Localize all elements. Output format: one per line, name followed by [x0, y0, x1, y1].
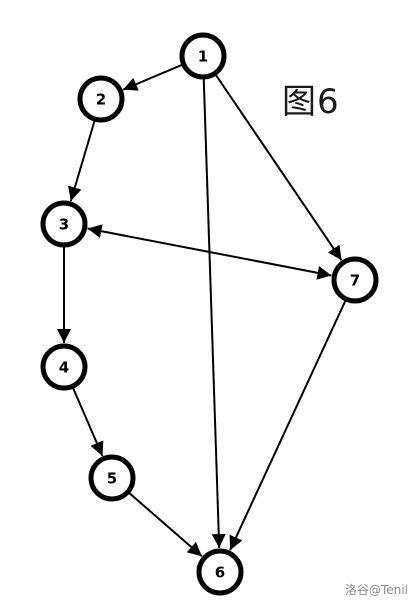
node-label-7: 7: [350, 272, 360, 290]
edge-3-7: [87, 224, 332, 280]
node-7: 7: [331, 256, 379, 304]
edge-1-6: [202, 78, 226, 549]
node-label-5: 5: [107, 470, 117, 488]
node-circle-2: [77, 75, 125, 123]
node-label-2: 2: [96, 91, 106, 109]
node-2: 2: [77, 75, 125, 123]
edge-2-3: [68, 120, 96, 202]
node-circle-7: [331, 256, 379, 304]
node-5: 5: [88, 454, 136, 502]
edges-layer: [57, 64, 347, 557]
node-4: 4: [40, 343, 88, 391]
nodes-layer: 1 2 3 4 5 6 7: [40, 32, 379, 596]
node-3: 3: [40, 200, 88, 248]
node-label-4: 4: [59, 359, 69, 377]
node-6: 6: [196, 548, 244, 596]
node-circle-1: [179, 32, 227, 80]
edge-5-6: [128, 492, 203, 557]
edge-4-5: [72, 387, 104, 457]
node-label-1: 1: [198, 48, 208, 66]
figure-label: 图6: [282, 82, 340, 122]
node-circle-5: [88, 454, 136, 502]
edge-1-2: [122, 64, 183, 91]
node-1: 1: [179, 32, 227, 80]
node-circle-6: [196, 548, 244, 596]
node-label-3: 3: [59, 216, 69, 234]
watermark: 洛谷@Tenil: [345, 583, 408, 597]
node-circle-4: [40, 343, 88, 391]
node-label-6: 6: [215, 564, 225, 582]
node-circle-3: [40, 200, 88, 248]
edge-7-6: [229, 300, 347, 551]
